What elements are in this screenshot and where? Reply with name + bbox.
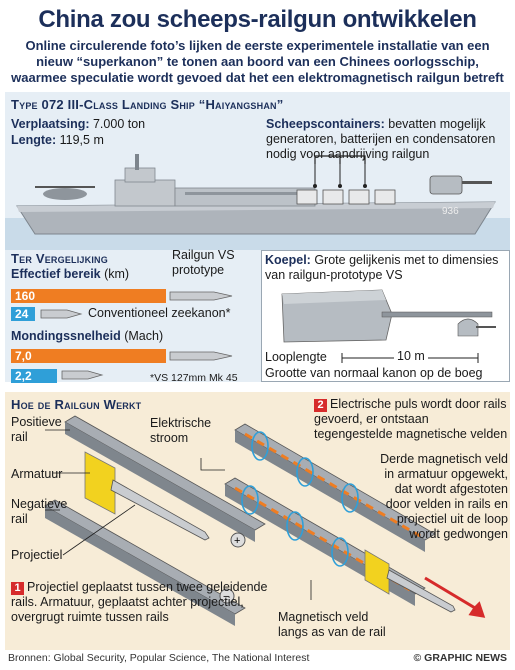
conventional-velocity-bar: 2,2 (11, 369, 57, 383)
comparison-heading: Ter Vergelijking (11, 251, 108, 266)
projectile-icon (169, 351, 233, 361)
credit: © GRAPHIC NEWS (413, 652, 508, 664)
scale-label: 10 m (394, 349, 428, 364)
turret-label: Koepel: (265, 253, 311, 267)
railgun-velocity-bar: 7,0 (11, 349, 166, 363)
containers-label: Scheepscontainers: (266, 117, 385, 131)
velocity-unit: (Mach) (124, 329, 164, 343)
ship-displacement: Verplaatsing: 7.000 ton (11, 117, 145, 132)
railgun-label: Railgun VS prototype (172, 248, 235, 277)
electric-current-label: Elektrische stroom (150, 416, 212, 445)
hull-number: 936 (442, 206, 459, 217)
barrel-length-label: Looplengte (265, 350, 327, 364)
range-label: Effectief bereik (11, 267, 101, 281)
minus-sign: − (223, 591, 229, 603)
railgun-diagram: + − (44, 415, 486, 626)
range-unit: (km) (104, 267, 130, 281)
page-subtitle: Online circulerende foto’s lijken de eer… (11, 38, 504, 85)
step3-text: Derde magnetisch veld in armatuur opgewe… (380, 452, 508, 541)
magnetic-field-label: Magnetisch veld langs as van de rail (278, 610, 386, 639)
range-heading: Effectief bereik (km) (11, 267, 129, 282)
conventional-range-bar: 24 (11, 307, 35, 321)
shell-icon (40, 309, 83, 319)
ship-heading: Type 072 III-Class Landing Ship “Haiyang… (11, 97, 284, 112)
negative-rail-label: Negatieve rail (11, 497, 68, 526)
displacement-value: 7.000 ton (92, 117, 146, 131)
containers-note: Scheepscontainers: bevatten mogelijk gen… (266, 117, 506, 162)
normal-gun-label: Grootte van normaal kanon op de boeg (265, 366, 483, 380)
ship-length: Lengte: 119,5 m (11, 133, 104, 148)
projectile-label: Projectiel (11, 548, 63, 562)
length-value: 119,5 m (59, 133, 104, 147)
turret-text: Grote gelijkenis met to dimensies van ra… (265, 253, 499, 282)
how-heading: Hoe de Railgun Werkt (11, 397, 142, 412)
plus-sign: + (234, 535, 240, 547)
displacement-label: Verplaatsing: (11, 117, 90, 131)
turret-illustration (281, 289, 496, 343)
step1-badge: 1 (11, 582, 24, 595)
length-label: Lengte: (11, 133, 57, 147)
velocity-heading: Mondingssnelheid (Mach) (11, 329, 163, 344)
containers-text: bevatten mogelijk generatoren, batterije… (266, 117, 496, 161)
page-title: China zou scheeps-railgun ontwikkelen (38, 6, 477, 33)
sources: Bronnen: Global Security, Popular Scienc… (8, 652, 310, 664)
step2-badge: 2 (314, 399, 327, 412)
velocity-label: Mondingssnelheid (11, 329, 121, 343)
projectile-icon (169, 291, 233, 301)
step2-body: Electrische puls wordt door rails gevoer… (314, 397, 508, 441)
shell-icon (61, 370, 104, 380)
footnote: *VS 127mm Mk 45 (150, 372, 238, 384)
armature-label: Armatuur (11, 467, 63, 481)
ship-illustration: 936 (5, 154, 510, 250)
railgun-range-bar: 160 (11, 289, 166, 303)
positive-rail-label: Positieve rail (11, 415, 62, 444)
turret-note: Koepel: Grote gelijkenis met to dimensie… (265, 253, 505, 283)
conventional-label: Conventioneel zeekanon* (88, 306, 231, 320)
step1-body: Projectiel geplaatst tussen twee geleide… (11, 580, 268, 624)
